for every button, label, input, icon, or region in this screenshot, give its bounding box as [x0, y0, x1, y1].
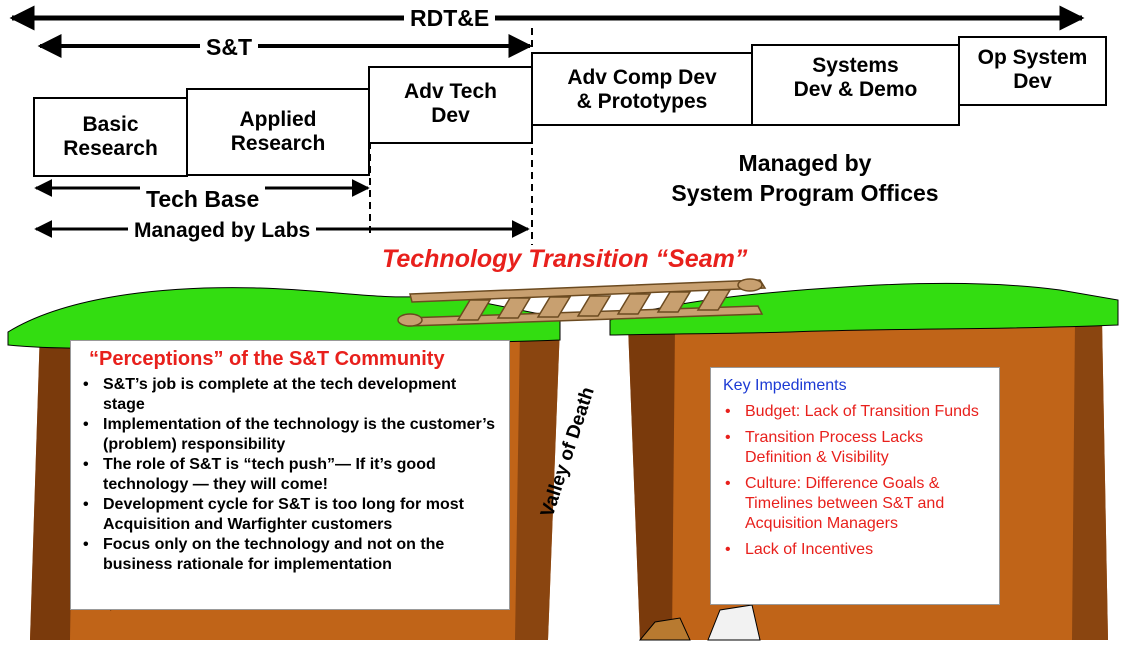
- stage-label: Applied Research: [230, 108, 326, 155]
- stage-systems-dev: Systems Dev & Demo: [751, 44, 960, 126]
- list-item: Development cycle for S&T is too long fo…: [81, 495, 499, 535]
- list-item: The role of S&T is “tech push”— If it’s …: [81, 455, 499, 495]
- tech-base-label: Tech Base: [140, 186, 266, 212]
- stage-adv-tech-dev: Adv Tech Dev: [368, 66, 533, 144]
- seam-label: Technology Transition “Seam”: [382, 245, 748, 273]
- valley-rock: [638, 617, 691, 641]
- stage-basic-research: Basic Research: [33, 97, 188, 177]
- perceptions-panel: “Perceptions” of the S&T Community S&T’s…: [70, 340, 510, 610]
- left-cliff-shade: [30, 330, 75, 640]
- right-cliff-shade-right: [1072, 320, 1108, 640]
- impediments-list: Budget: Lack of Transition Funds Transit…: [723, 402, 987, 560]
- list-item: Lack of Incentives: [723, 540, 987, 560]
- stage-label: Systems Dev & Demo: [793, 54, 918, 101]
- list-item: Culture: Difference Goals & Timelines be…: [723, 474, 987, 534]
- stage-label: Op System Dev: [977, 46, 1088, 93]
- perceptions-title: “Perceptions” of the S&T Community: [89, 348, 445, 370]
- stage-label: Basic Research: [63, 113, 158, 160]
- right-grass: [609, 282, 1119, 336]
- impediments-panel: Key Impediments Budget: Lack of Transiti…: [710, 367, 1000, 605]
- list-item: Budget: Lack of Transition Funds: [723, 402, 987, 422]
- impediments-title: Key Impediments: [723, 377, 847, 394]
- managed-labs-label: Managed by Labs: [128, 219, 317, 243]
- list-item: Focus only on the technology and not on …: [81, 535, 499, 575]
- list-item: Implementation of the technology is the …: [81, 415, 499, 455]
- st-label: S&T: [200, 34, 258, 60]
- stage-applied-research: Applied Research: [186, 88, 370, 176]
- stage-label: Adv Comp Dev & Prototypes: [567, 66, 717, 113]
- bridge: [397, 278, 767, 327]
- stage-label: Adv Tech Dev: [404, 80, 497, 127]
- rdte-label: RDT&E: [404, 5, 496, 31]
- valley-rock-2: [707, 604, 761, 641]
- managed-by-spo: Managed by System Program Offices: [671, 150, 939, 206]
- perceptions-list: S&T’s job is complete at the tech develo…: [81, 375, 499, 575]
- list-item: S&T’s job is complete at the tech develo…: [81, 375, 499, 415]
- stage-adv-comp-dev: Adv Comp Dev & Prototypes: [531, 52, 753, 126]
- right-cliff-shade: [628, 325, 675, 640]
- stage-op-system-dev: Op System Dev: [958, 36, 1107, 106]
- list-item: Transition Process Lacks Definition & Vi…: [723, 428, 987, 468]
- left-cliff-shade-right: [515, 325, 560, 640]
